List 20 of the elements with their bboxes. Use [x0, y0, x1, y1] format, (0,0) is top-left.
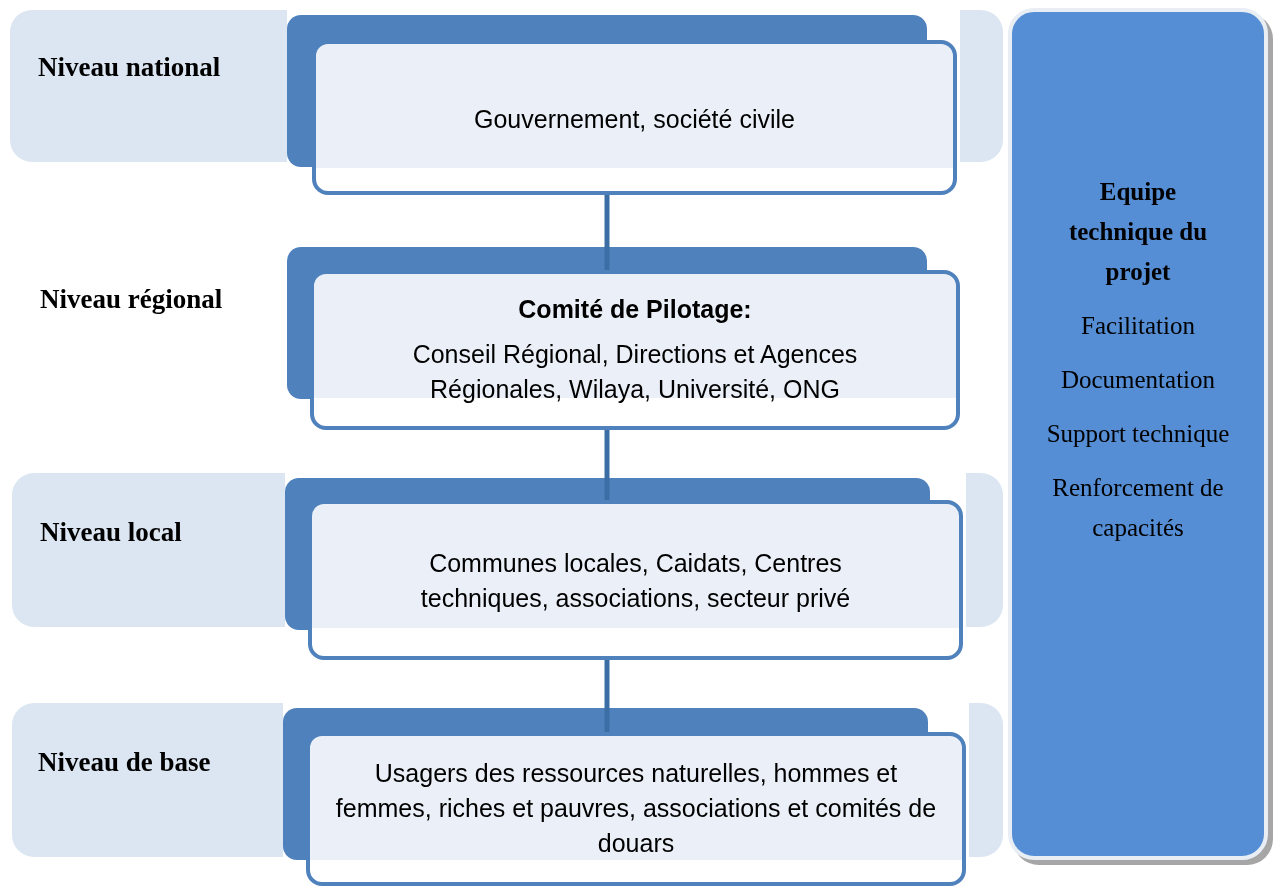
- panel-item: Renforcement de capacités: [1051, 473, 1225, 543]
- box-text: Usagers des ressources naturelles, hommes et femmes, riches et pauvres, associations et comités de douars: [334, 758, 938, 859]
- level-label: Niveau national: [38, 52, 221, 83]
- level-label: Niveau local: [40, 517, 182, 548]
- panel-heading: Equipe technique du projet: [1067, 177, 1209, 287]
- level-label: Niveau de base: [38, 747, 211, 778]
- box-text: Gouvernement, société civile: [473, 104, 796, 135]
- box-text: Communes locales, Caidats, Centres techniques, associations, secteur privé: [419, 548, 852, 614]
- connector-line: [604, 430, 610, 500]
- level-band: [12, 473, 285, 627]
- panel-item: Documentation: [1059, 365, 1217, 395]
- connector-line: [604, 660, 610, 732]
- level-band: [12, 703, 283, 857]
- box-text: Conseil Régional, Directions et Agences Régionales, Wilaya, Université, ONG: [411, 339, 859, 405]
- level-band: [10, 10, 287, 162]
- panel-item: Facilitation: [1080, 311, 1196, 341]
- panel-item: Support technique: [1046, 419, 1230, 449]
- level-label: Niveau régional: [40, 284, 223, 315]
- connector-line: [604, 195, 610, 270]
- box-heading: Comité de Pilotage:: [517, 294, 753, 325]
